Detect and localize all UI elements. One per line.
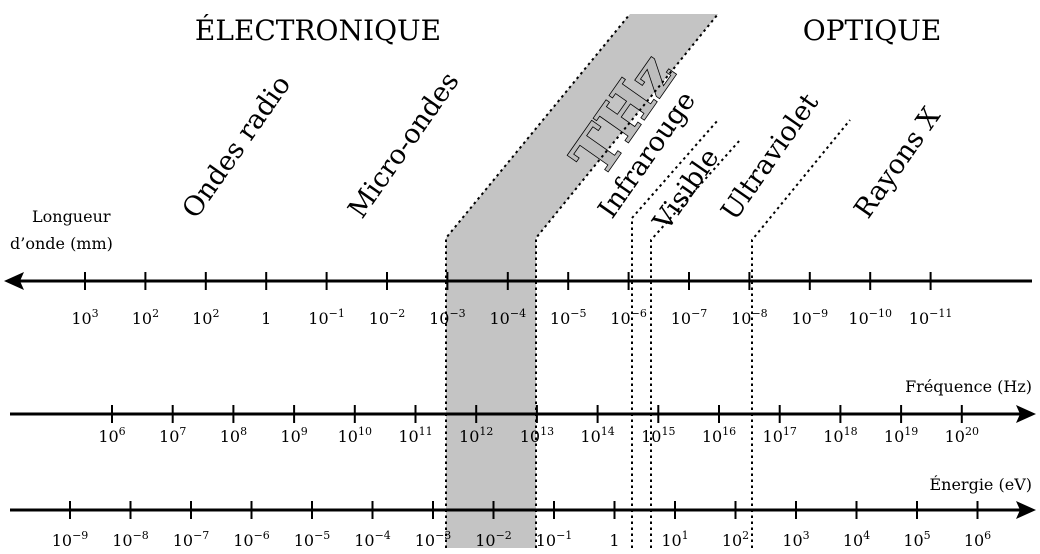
frequency-tick-label: 1020 (945, 425, 979, 446)
frequency-tick-label: 1011 (398, 425, 432, 446)
wavelength-tick-label: 10−10 (848, 307, 892, 328)
band-label-rayons-x: Rayons X (848, 101, 947, 224)
wavelength-tick-label: 103 (71, 307, 98, 328)
energy-axis-arrowhead (1016, 501, 1036, 519)
energy-tick-label: 10−3 (415, 529, 452, 550)
energy-tick-label: 1 (609, 531, 619, 550)
energy-tick-label: 10−5 (294, 529, 331, 550)
frequency-tick-label: 106 (98, 425, 125, 446)
wavelength-tick-label: 102 (192, 307, 219, 328)
thz-boundary-left (445, 13, 631, 548)
wavelength-tick-label: 10−7 (671, 307, 708, 328)
energy-tick-label: 10−9 (52, 529, 89, 550)
frequency-tick-label: 1017 (763, 425, 797, 446)
energy-tick-label: 10−2 (475, 529, 512, 550)
wavelength-tick-label: 10−5 (550, 307, 587, 328)
energy-tick-label: 104 (843, 529, 870, 550)
wavelength-tick-label: 10−4 (490, 307, 527, 328)
energy-tick-label: 106 (964, 529, 991, 550)
frequency-axis: 106 107 108 109 1010 1011 1012 1013 1014 1015 1016… (10, 405, 1036, 446)
wavelength-tick-label: 10−3 (429, 307, 466, 328)
wavelength-tick-label: 10−6 (610, 307, 647, 328)
frequency-axis-title: Fréquence (Hz) (905, 377, 1032, 396)
frequency-ticks (111, 405, 963, 423)
frequency-tick-labels: 106 107 108 109 1010 1011 1012 1013 1014 1015 1016… (98, 425, 979, 446)
frequency-tick-label: 1010 (338, 425, 372, 446)
frequency-tick-label: 1019 (884, 425, 918, 446)
frequency-tick-label: 108 (220, 425, 247, 446)
wavelength-tick-label: 10−11 (909, 307, 953, 328)
energy-tick-label: 10−1 (536, 529, 573, 550)
energy-tick-label: 10−4 (354, 529, 391, 550)
energy-axis-title: Énergie (eV) (929, 474, 1032, 494)
wavelength-ticks (84, 272, 932, 290)
energy-tick-labels: 10−9 10−8 10−7 10−6 10−5 10−4 10−3 10−2 10−1 1 101… (52, 529, 991, 550)
energy-tick-label: 103 (782, 529, 809, 550)
energy-tick-label: 101 (661, 529, 688, 550)
wavelength-tick-label: 102 (132, 307, 159, 328)
wavelength-axis-arrowhead (4, 272, 24, 290)
energy-tick-label: 10−8 (112, 529, 149, 550)
title-electronique: ÉLECTRONIQUE (195, 14, 441, 47)
wavelength-tick-label: 10−1 (308, 307, 345, 328)
wavelength-tick-label: 10−8 (731, 307, 768, 328)
wavelength-tick-labels: 103 102 102 1 10−1 10−2 10−3 10−4 10−5 10−6 10−7 10… (71, 307, 952, 328)
energy-tick-label: 102 (722, 529, 749, 550)
frequency-tick-label: 1014 (580, 425, 614, 446)
band-label-ondes-radio: Ondes radio (176, 70, 297, 224)
frequency-tick-label: 1012 (459, 425, 493, 446)
frequency-tick-label: 1013 (520, 425, 554, 446)
thz-boundary-right (535, 13, 719, 548)
band-boundaries (445, 13, 851, 548)
visible-boundary-right (650, 139, 741, 548)
wavelength-axis-title-1: Longueur (32, 207, 111, 226)
frequency-tick-label: 109 (280, 425, 307, 446)
title-optique: OPTIQUE (803, 14, 942, 47)
frequency-tick-label: 107 (159, 425, 186, 446)
energy-tick-label: 10−7 (173, 529, 210, 550)
wavelength-axis-title-2: d’onde (mm) (10, 234, 113, 253)
band-label-micro-ondes: Micro-ondes (342, 67, 465, 224)
wavelength-tick-label: 10−2 (369, 307, 406, 328)
frequency-tick-label: 1016 (702, 425, 736, 446)
frequency-axis-arrowhead (1016, 405, 1036, 423)
energy-ticks (69, 501, 979, 519)
wavelength-axis: 103 102 102 1 10−1 10−2 10−3 10−4 10−5 10−6 10−7 10… (4, 272, 1032, 328)
energy-tick-label: 10−6 (233, 529, 270, 550)
band-label-ultraviolet: Ultraviolet (715, 88, 825, 226)
energy-axis: 10−9 10−8 10−7 10−6 10−5 10−4 10−3 10−2 10−1 1 101… (10, 501, 1036, 550)
uv-boundary (751, 119, 851, 548)
energy-tick-label: 105 (903, 529, 930, 550)
wavelength-tick-label: 10−9 (792, 307, 829, 328)
frequency-tick-label: 1015 (641, 425, 675, 446)
wavelength-tick-label: 1 (261, 309, 271, 328)
frequency-tick-label: 1018 (823, 425, 857, 446)
visible-boundary-left (631, 119, 719, 548)
